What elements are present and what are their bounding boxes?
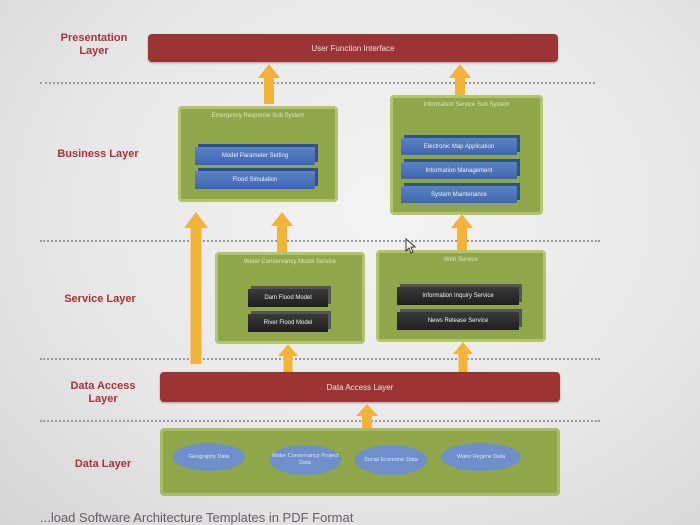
- water-conservancy-model-service: Water Conservancy Model Service Dam Floo…: [215, 252, 365, 344]
- electronic-map-application-box: Electronic Map Application: [401, 138, 517, 155]
- dam-flood-model-box: Dam Flood Model: [248, 289, 328, 307]
- data-layer-container: Geography Data Water Conservancy Project…: [160, 428, 560, 496]
- arrow-up-icon: [356, 404, 378, 430]
- river-flood-model-box: River Flood Model: [248, 314, 328, 332]
- social-economic-data-oval: Social Economic Data: [355, 445, 427, 475]
- emergency-response-title: Emergency Response Sub System: [211, 113, 305, 119]
- geography-data-oval: Geography Data: [173, 443, 245, 471]
- information-service-subsystem: Information Service Sub System Electroni…: [390, 95, 543, 215]
- web-service-title: Web Service: [444, 257, 478, 263]
- arrow-up-icon: [449, 64, 471, 98]
- data-access-layer-label: Data Access Layer: [70, 380, 136, 405]
- emergency-response-subsystem: Emergency Response Sub System Model Para…: [178, 106, 338, 202]
- separator-presentation: [40, 82, 595, 84]
- arrow-up-icon: [258, 64, 280, 104]
- water-conservancy-project-data-oval: Water Conservancy Project Data: [269, 445, 341, 475]
- presentation-layer-label: Presentation Layer: [60, 32, 128, 57]
- arrow-up-icon: [278, 344, 298, 374]
- separator-service: [40, 358, 600, 360]
- news-release-service-box: News Release Service: [397, 312, 519, 330]
- separator-business: [40, 240, 600, 242]
- user-function-interface-bar: User Function Interface: [148, 34, 558, 62]
- arrow-up-icon: [453, 342, 473, 374]
- information-inquiry-service-box: Information Inquiry Service: [397, 287, 519, 305]
- system-maintenance-box: System Maintenance: [401, 186, 517, 203]
- data-layer-label: Data Layer: [74, 458, 132, 470]
- water-model-service-title: Water Conservancy Model Service: [243, 259, 337, 265]
- mouse-cursor-icon: [405, 238, 417, 254]
- model-parameter-setting-box: Model Parameter Setting: [195, 147, 315, 165]
- data-access-layer-bar: Data Access Layer: [160, 372, 560, 402]
- web-service: Web Service Information Inquiry Service …: [376, 250, 546, 342]
- service-layer-label: Service Layer: [64, 293, 136, 305]
- business-layer-label: Business Layer: [57, 148, 139, 160]
- information-management-box: Information Management: [401, 162, 517, 179]
- water-regime-data-oval: Water Regime Data: [441, 443, 521, 471]
- arrow-up-icon: [451, 214, 473, 252]
- flood-simulation-box: Flood Simulation: [195, 171, 315, 189]
- arrow-up-icon: [184, 212, 208, 364]
- information-service-title: Information Service Sub System: [423, 102, 510, 108]
- footer-caption: ...load Software Architecture Templates …: [40, 510, 354, 525]
- arrow-up-icon: [271, 212, 293, 252]
- separator-data-access: [40, 420, 600, 422]
